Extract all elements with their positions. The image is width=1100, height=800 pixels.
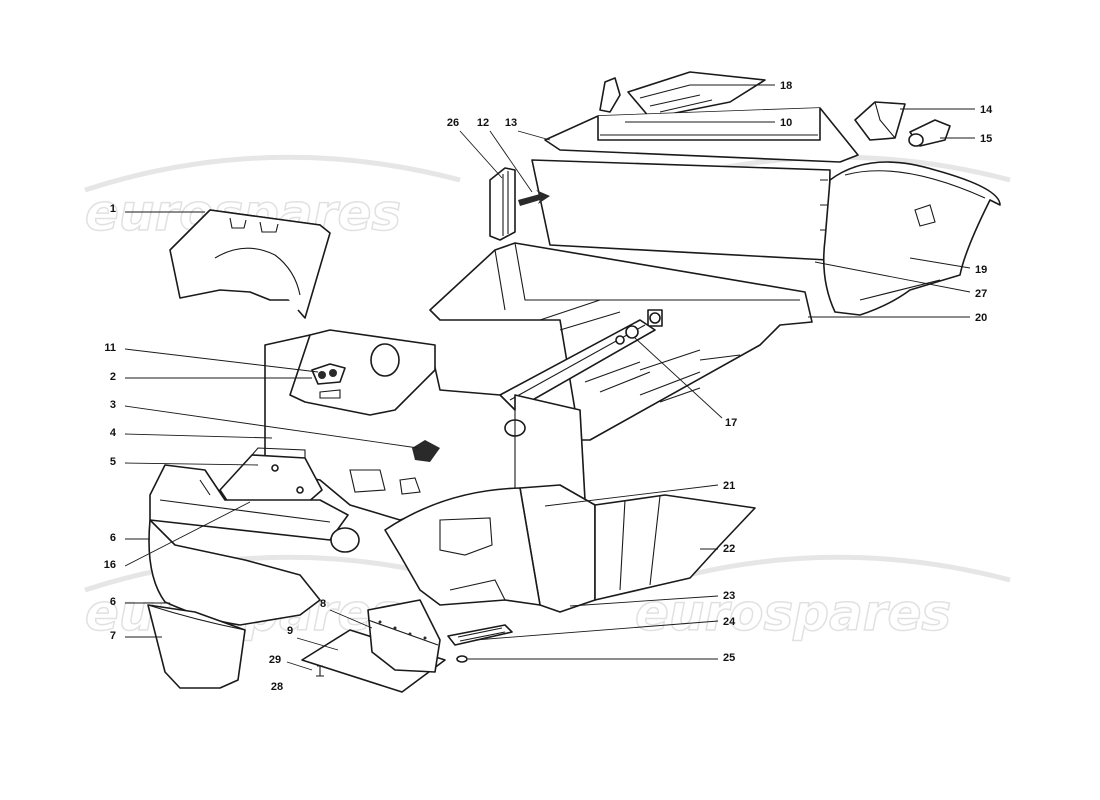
callout-leader-line <box>569 595 719 607</box>
callout-leader-line <box>124 433 273 439</box>
part-rear-wheel-arch <box>822 161 1001 316</box>
callout-number: 13 <box>505 117 517 129</box>
callout-leader-line <box>634 337 723 419</box>
part-vent-grille <box>311 363 346 385</box>
part-upright-channel <box>489 167 516 241</box>
callout-leader-line <box>544 484 719 507</box>
part-inner-sill <box>384 484 596 613</box>
callout-number: 23 <box>723 590 735 602</box>
callout-number: 16 <box>104 559 116 571</box>
part-luggage-compartment <box>544 71 859 163</box>
callout-leader-line <box>286 661 313 671</box>
callout-leader-line <box>329 609 373 629</box>
callout-number: 22 <box>723 543 735 555</box>
callout-number: 6 <box>110 532 116 544</box>
callout-number: 21 <box>723 480 735 492</box>
callout-leader-line <box>474 620 719 641</box>
callout-number: 5 <box>110 456 116 468</box>
callout-leader-line <box>124 348 319 373</box>
callout-leader-line <box>814 261 971 293</box>
callout-leader-line <box>124 462 259 466</box>
callout-number: 2 <box>110 371 116 383</box>
callout-number: 10 <box>780 117 792 129</box>
watermark-swoosh <box>84 154 461 193</box>
callout-number: 24 <box>723 616 736 628</box>
callout-number: 1 <box>110 203 116 215</box>
callout-number: 19 <box>975 264 987 276</box>
watermark-text: eurospares <box>635 584 951 642</box>
part-rear-bulkhead-panel <box>518 159 831 261</box>
callout-leader-line <box>909 257 971 269</box>
callout-number: 7 <box>110 630 116 642</box>
part-small-ducts <box>854 101 951 147</box>
callout-number: 14 <box>980 104 993 116</box>
callout-number: 11 <box>104 342 116 354</box>
callout-leader-line <box>489 130 533 193</box>
part-floor-clips <box>447 624 513 663</box>
callout-number: 27 <box>975 288 987 300</box>
part-fastener <box>316 665 324 677</box>
callout-number: 25 <box>723 652 735 664</box>
callout-leader-line <box>124 501 251 567</box>
part-front-lid-liner <box>169 209 331 319</box>
part-front-duct <box>147 604 246 689</box>
part-floor-shield <box>301 599 446 693</box>
callout-number: 28 <box>271 681 283 693</box>
part-connector <box>412 440 440 462</box>
callout-leader-line <box>124 405 419 449</box>
callout-number: 8 <box>320 598 326 610</box>
callout-number: 9 <box>287 625 293 637</box>
callout-number: 26 <box>447 117 459 129</box>
callout-number: 3 <box>110 399 116 411</box>
callout-number: 29 <box>269 654 281 666</box>
callout-number: 4 <box>110 427 117 439</box>
callout-leader-line <box>459 130 503 179</box>
callout-number: 15 <box>980 133 992 145</box>
callout-number: 12 <box>477 117 489 129</box>
callout-leader-line <box>296 637 339 651</box>
callout-number: 17 <box>725 417 737 429</box>
callout-number: 18 <box>780 80 792 92</box>
part-firewall-tub <box>264 329 586 521</box>
callout-number: 6 <box>110 596 116 608</box>
callout-leader-line <box>517 130 551 141</box>
part-sill-cover <box>594 494 756 601</box>
callout-number: 20 <box>975 312 987 324</box>
